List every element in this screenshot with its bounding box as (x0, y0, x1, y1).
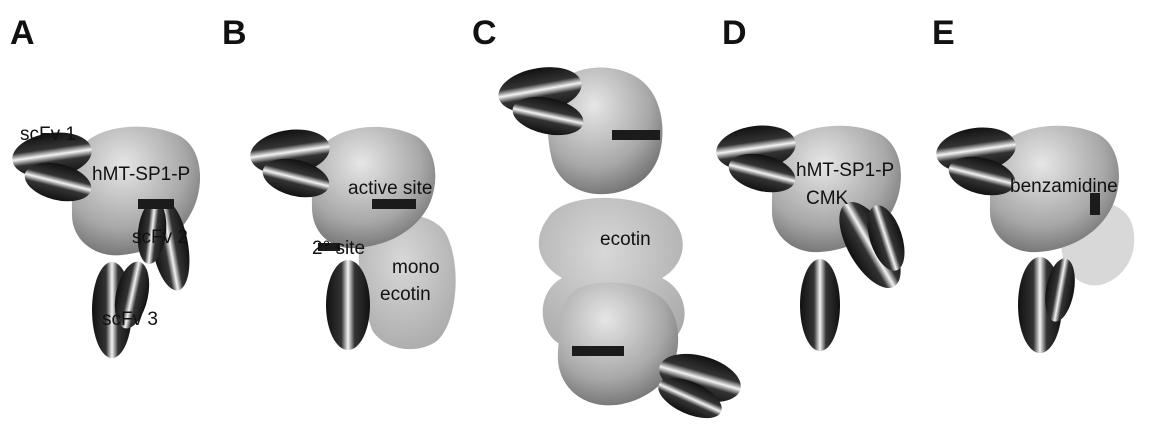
scfv-3 (800, 259, 840, 351)
panel-b: B active site 2° site mono ecotin (222, 14, 456, 350)
label-ecotin: ecotin (380, 284, 431, 305)
label-secondary-site: 2° site (312, 238, 365, 259)
active-site-marker (372, 199, 416, 209)
panel-c: C ecotin (472, 14, 746, 423)
label-mono: mono (392, 257, 440, 278)
label-benzamidine: benzamidine (1010, 176, 1118, 197)
panel-e: E benzamidine (932, 14, 1134, 353)
active-site-marker-top (612, 130, 660, 140)
label-ecotin: ecotin (600, 229, 651, 250)
label-scfv-2: scFv 2 (132, 227, 188, 248)
label-scfv-3: scFv 3 (102, 309, 158, 330)
scfv-3 (326, 260, 370, 350)
active-site-marker (138, 199, 174, 209)
panel-d: D hMT-SP1-P CMK (713, 14, 913, 351)
panel-letter-b: B (222, 14, 247, 52)
panel-letter-c: C (472, 14, 497, 52)
label-cmk: CMK (806, 188, 849, 209)
panel-letter-d: D (722, 14, 747, 52)
scfv-3 (1018, 256, 1079, 353)
label-active-site: active site (348, 178, 432, 199)
label-scfv-1: scFv 1 (20, 124, 76, 145)
label-protease: hMT-SP1-P (92, 164, 190, 185)
panel-letter-a: A (10, 14, 35, 52)
label-protease: hMT-SP1-P (796, 160, 894, 181)
panel-letter-e: E (932, 14, 955, 52)
panel-a: A scFv 1 hMT-SP1-P scFv 2 scFv 3 (9, 14, 200, 358)
active-site-marker-bottom (572, 346, 624, 356)
